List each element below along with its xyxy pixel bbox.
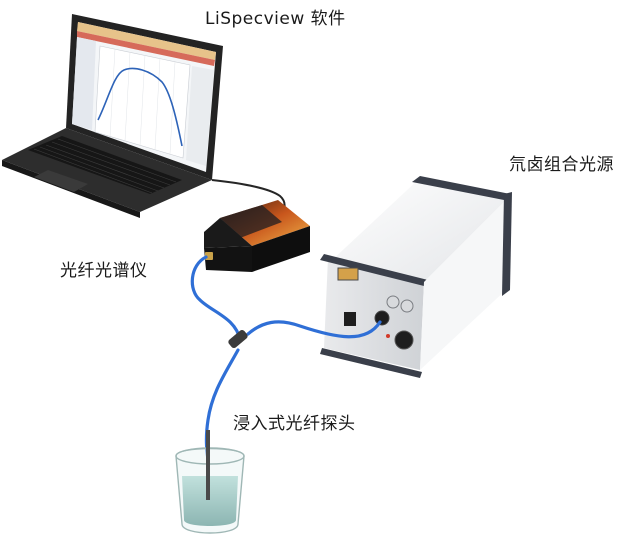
- lamp-output-port: [395, 331, 413, 349]
- lamp-display: [338, 268, 358, 280]
- lamp-knob-left: [387, 296, 399, 308]
- spectrometer-label: 光纤光谱仪: [60, 256, 148, 281]
- spectrometer: [204, 200, 310, 272]
- lamp-knob-right: [401, 300, 413, 312]
- light-source: [320, 176, 512, 378]
- probe-label: 浸入式光纤探头: [233, 409, 356, 434]
- lamp-fiber-port: [375, 311, 389, 325]
- laptop: [2, 14, 223, 218]
- software-label: LiSpecview 软件: [205, 4, 346, 29]
- lamp-power-switch: [344, 312, 356, 326]
- lamp-red-indicator: [386, 334, 390, 338]
- beaker: [176, 430, 244, 533]
- light-source-label: 氘卤组合光源: [509, 150, 614, 175]
- fiber-probe-lead: [206, 350, 238, 460]
